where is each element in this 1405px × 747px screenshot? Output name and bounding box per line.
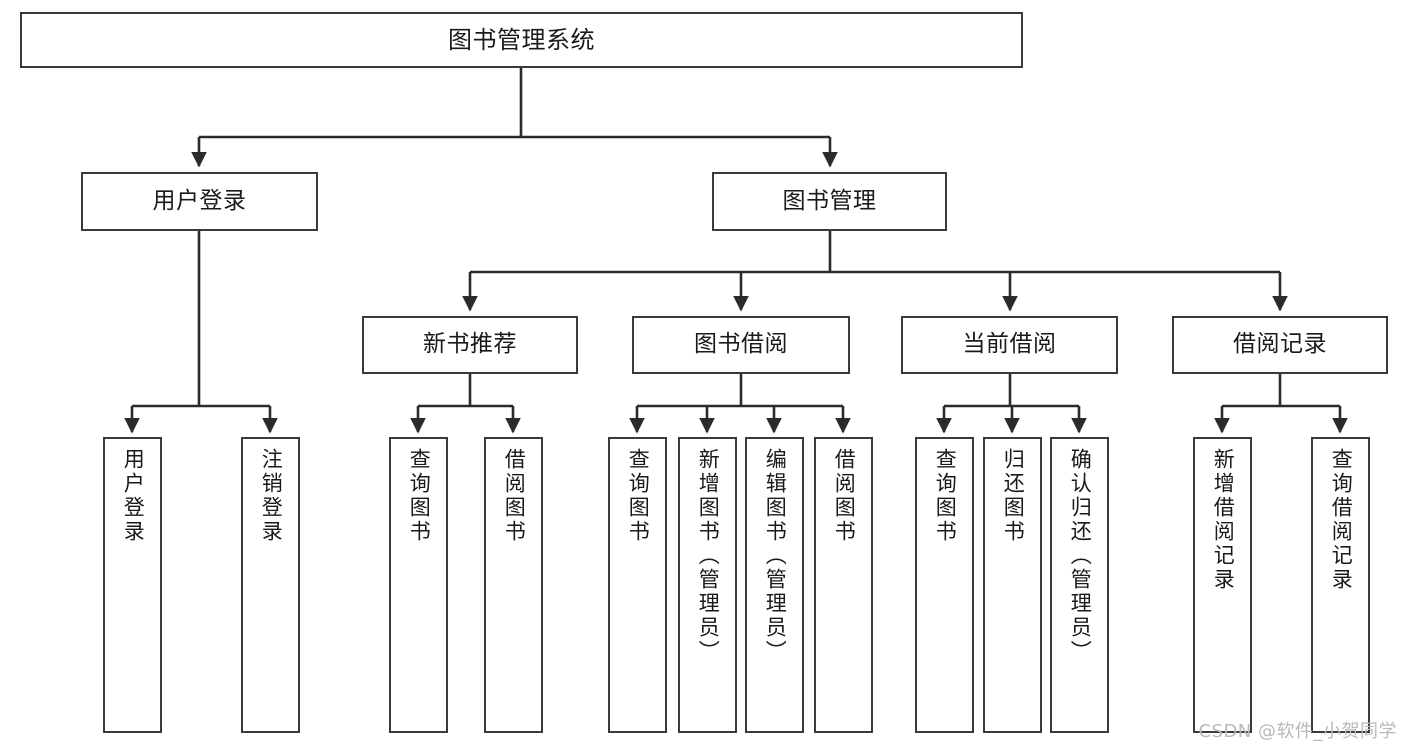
leaf-borrow-book-2[interactable]: 借阅图书 [814, 437, 873, 733]
node-label: 编辑图书（管理员） [763, 448, 788, 664]
node-root-system[interactable]: 图书管理系统 [20, 12, 1023, 68]
csdn-watermark: CSDN @软件_小贺同学 [1198, 721, 1397, 742]
node-current-borrow[interactable]: 当前借阅 [901, 316, 1118, 374]
node-label: 注销登录 [259, 448, 284, 544]
node-new-book-rec[interactable]: 新书推荐 [362, 316, 578, 374]
node-label: 借阅记录 [1233, 331, 1327, 358]
node-label: 查询图书 [626, 448, 651, 544]
node-label: 借阅图书 [832, 448, 857, 544]
leaf-logout[interactable]: 注销登录 [241, 437, 300, 733]
leaf-confirm-return[interactable]: 确认归还（管理员） [1050, 437, 1109, 733]
node-label: 借阅图书 [502, 448, 527, 544]
leaf-user-login[interactable]: 用户登录 [103, 437, 162, 733]
node-user-login[interactable]: 用户登录 [81, 172, 318, 231]
leaf-edit-book[interactable]: 编辑图书（管理员） [745, 437, 804, 733]
node-label: 查询图书 [933, 448, 958, 544]
node-book-manage[interactable]: 图书管理 [712, 172, 947, 231]
leaf-query-book-2[interactable]: 查询图书 [608, 437, 667, 733]
node-label: 新增图书（管理员） [696, 448, 721, 664]
node-label: 新书推荐 [423, 331, 517, 358]
node-label: 当前借阅 [962, 331, 1057, 358]
leaf-return-book[interactable]: 归还图书 [983, 437, 1042, 733]
leaf-add-book[interactable]: 新增图书（管理员） [678, 437, 737, 733]
leaf-query-record[interactable]: 查询借阅记录 [1311, 437, 1370, 733]
node-label: 确认归还（管理员） [1068, 448, 1093, 664]
node-label: 用户登录 [152, 187, 247, 214]
node-label: 新增借阅记录 [1211, 448, 1236, 592]
leaf-borrow-book-1[interactable]: 借阅图书 [484, 437, 543, 733]
node-label: 图书借阅 [694, 331, 788, 358]
node-label: 归还图书 [1001, 448, 1026, 544]
node-borrow-record[interactable]: 借阅记录 [1172, 316, 1388, 374]
node-label: 查询借阅记录 [1329, 448, 1354, 592]
leaf-add-record[interactable]: 新增借阅记录 [1193, 437, 1252, 733]
node-label: 用户登录 [121, 448, 146, 544]
leaf-query-book-3[interactable]: 查询图书 [915, 437, 974, 733]
leaf-query-book-1[interactable]: 查询图书 [389, 437, 448, 733]
node-label: 图书管理 [782, 187, 877, 214]
node-book-borrow[interactable]: 图书借阅 [632, 316, 850, 374]
node-label: 图书管理系统 [448, 25, 595, 54]
node-label: 查询图书 [407, 448, 432, 544]
